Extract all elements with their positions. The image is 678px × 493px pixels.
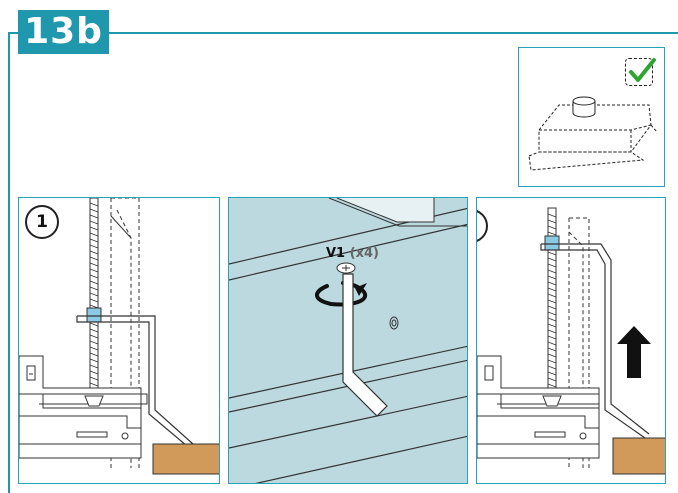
wood-cabinet-board — [612, 437, 665, 475]
check-box-icon — [625, 58, 653, 86]
frame-top-line — [109, 32, 678, 34]
frame-left-cap — [8, 32, 18, 34]
up-arrow-icon — [617, 326, 651, 378]
screw-code: V1 — [326, 246, 346, 261]
allen-key-tool — [342, 273, 388, 417]
hood-outline-drawing — [528, 96, 658, 171]
wood-cabinet-board — [152, 443, 219, 475]
panel-step-1: 1 — [18, 197, 220, 484]
callout-number-1: 1 — [25, 205, 59, 239]
frame-left-line — [8, 32, 10, 493]
rotation-arrow-icon — [315, 281, 368, 307]
hood-install-drawing-2 — [477, 207, 665, 475]
panel-screw-detail: V1 (x4) — [228, 197, 468, 484]
step-number-badge: 13b — [18, 10, 109, 54]
hood-install-drawing-1 — [19, 198, 219, 475]
reference-hood-thumbnail — [518, 47, 665, 187]
screw-quantity: (x4) — [349, 246, 379, 261]
rod-nut-highlight — [544, 235, 560, 251]
rod-nut-highlight — [86, 307, 102, 323]
panel-step-2: 2 — [476, 197, 666, 484]
hood-underside-drawing — [229, 198, 467, 483]
screw-label: V1 (x4) — [326, 246, 379, 261]
